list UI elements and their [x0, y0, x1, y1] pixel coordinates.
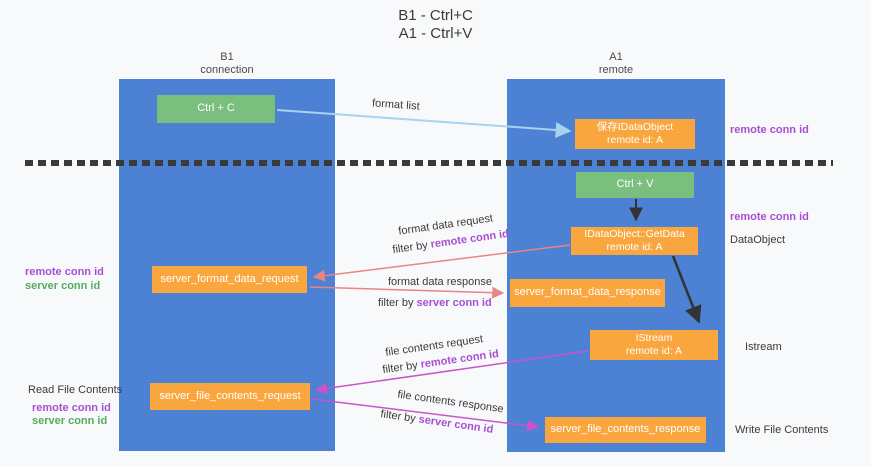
label-format-response-filter: filter by server conn id	[378, 297, 492, 309]
filter-by-text: filter by	[391, 238, 432, 257]
label-dataobject: DataObject	[730, 234, 786, 246]
label-istream: Istream	[745, 341, 782, 353]
label-left-file-remote-conn-id: remote conn id	[32, 402, 111, 414]
label-right-remote-conn-id-top: remote conn id	[730, 124, 809, 136]
column-header-b1: B1 connection	[119, 51, 335, 76]
node-ctrl-c-label: Ctrl + C	[197, 102, 235, 115]
label-right-remote-conn-id-mid: remote conn id	[730, 211, 809, 223]
label-file-contents-response: file contents response	[396, 388, 505, 416]
node-istream-line2: remote id: A	[625, 345, 683, 357]
column-a1-name: A1	[609, 51, 623, 63]
node-ctrl-v: Ctrl + V	[576, 172, 694, 198]
label-left-file-server-conn-id: server conn id	[32, 415, 108, 427]
server-conn-id-text: server conn id	[416, 297, 492, 309]
node-file-request-label: server_file_contents_request	[159, 389, 301, 402]
title-line-1: B1 - Ctrl+C	[398, 7, 473, 24]
node-getdata-line2: remote id: A	[606, 241, 663, 253]
server-conn-id-text: server conn id	[417, 413, 495, 436]
column-a1-role: remote	[598, 63, 634, 76]
label-file-response-filter: filter by server conn id	[380, 408, 494, 436]
node-save-idataobject-line2: remote id: A	[606, 134, 664, 146]
node-getdata-line1: IDataObject::GetData	[584, 227, 685, 240]
diagram-title: B1 - Ctrl+C A1 - Ctrl+V	[0, 7, 871, 44]
session-separator-dashed-line	[25, 160, 833, 166]
column-b1-role: connection	[200, 63, 254, 76]
label-format-data-response: format data response	[388, 276, 492, 288]
node-ctrl-v-label: Ctrl + V	[616, 178, 654, 191]
column-b1-name: B1	[220, 51, 234, 63]
node-format-response-label: server_format_data_response	[514, 286, 661, 299]
label-read-file-contents: Read File Contents	[28, 384, 123, 396]
node-save-idataobject: 保存IDataObject remote id: A	[575, 119, 695, 149]
node-server-format-data-response: server_format_data_response	[510, 279, 665, 307]
node-idataobject-getdata: IDataObject::GetData remote id: A	[571, 227, 698, 255]
label-format-list: format list	[371, 97, 421, 113]
node-server-file-contents-request: server_file_contents_request	[150, 383, 310, 410]
filter-by-text: filter by	[378, 297, 417, 309]
filter-by-text: filter by	[381, 358, 422, 377]
node-file-response-label: server_file_contents_response	[550, 423, 701, 436]
label-left-format-remote-conn-id: remote conn id	[25, 266, 104, 278]
node-format-request-label: server_format_data_request	[160, 272, 299, 285]
filter-by-text: filter by	[379, 408, 420, 426]
label-write-file-contents: Write File Contents	[735, 424, 829, 436]
node-istream-line1: IStream	[635, 331, 673, 344]
column-header-a1: A1 remote	[507, 51, 725, 76]
node-save-idataobject-line1: 保存IDataObject	[596, 120, 674, 133]
node-server-format-data-request: server_format_data_request	[152, 266, 307, 293]
node-istream: IStream remote id: A	[590, 330, 718, 360]
label-left-format-server-conn-id: server conn id	[25, 280, 101, 292]
node-ctrl-c: Ctrl + C	[157, 95, 275, 123]
title-line-2: A1 - Ctrl+V	[398, 25, 473, 43]
node-server-file-contents-response: server_file_contents_response	[545, 417, 706, 443]
